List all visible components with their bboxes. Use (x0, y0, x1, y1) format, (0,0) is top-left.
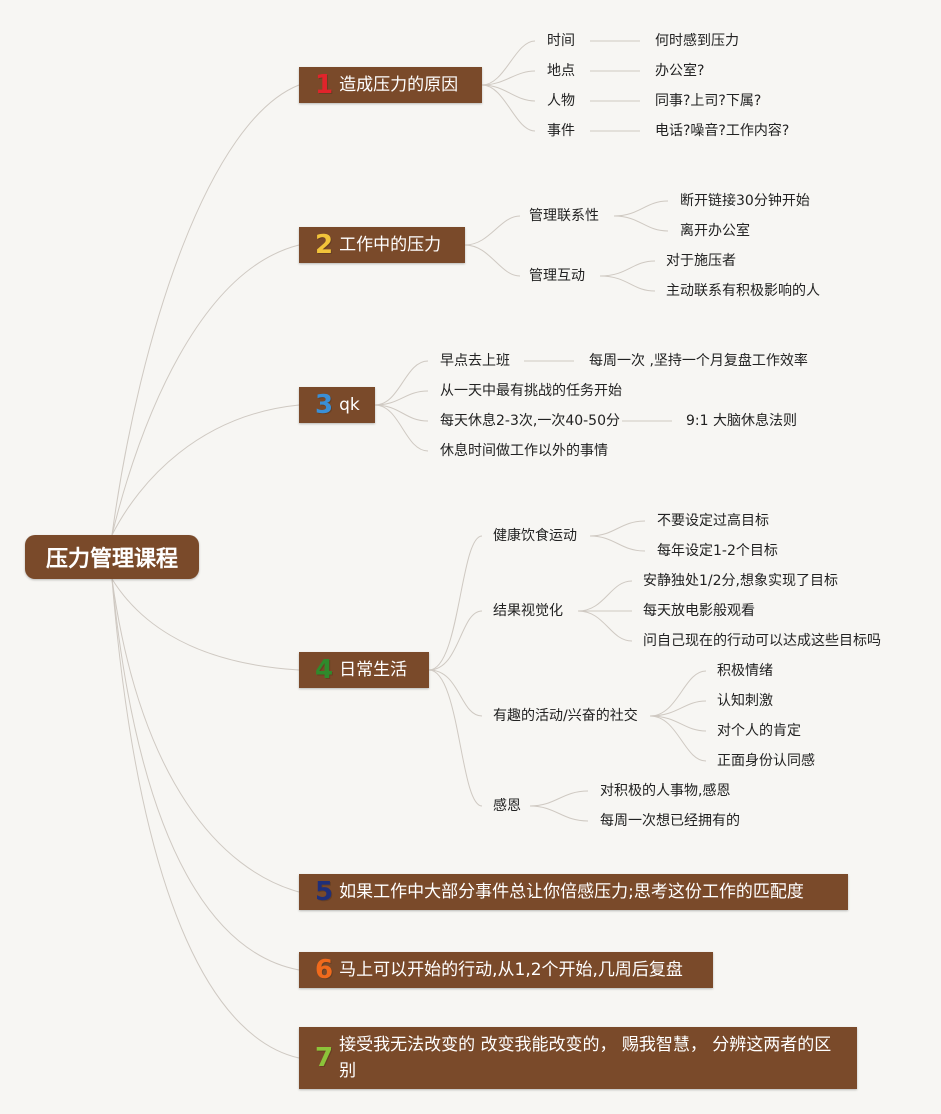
leaf-node[interactable]: 9:1 大脑休息法则 (686, 413, 797, 429)
leaf-node[interactable]: 电话?噪音?工作内容? (655, 123, 790, 139)
leaf-node[interactable]: 主动联系有积极影响的人 (666, 283, 820, 299)
branch-node[interactable]: 人物 (547, 93, 575, 109)
leaf-node[interactable]: 问自己现在的行动可以达成这些目标吗 (643, 633, 881, 649)
topic-number: 3 (315, 390, 334, 420)
root-node[interactable]: 压力管理课程 (25, 535, 199, 579)
leaf-node[interactable]: 同事?上司?下属? (655, 93, 762, 109)
topic-6[interactable]: 6 马上可以开始的行动,从1,2个开始,几周后复盘 (299, 952, 713, 988)
branch-node[interactable]: 健康饮食运动 (493, 528, 577, 544)
topic-label: 日常生活 (339, 660, 408, 680)
branch-node[interactable]: 休息时间做工作以外的事情 (440, 443, 608, 459)
branch-node[interactable]: 事件 (547, 123, 575, 139)
topic-label: 工作中的压力 (339, 235, 442, 255)
leaf-node[interactable]: 对于施压者 (666, 253, 736, 269)
leaf-node[interactable]: 认知刺激 (717, 693, 773, 709)
branch-node[interactable]: 管理联系性 (529, 208, 599, 224)
branch-node[interactable]: 有趣的活动/兴奋的社交 (493, 708, 638, 724)
topic-7[interactable]: 7 接受我无法改变的 改变我能改变的， 赐我智慧， 分辨这两者的区别 (299, 1027, 857, 1089)
leaf-node[interactable]: 积极情绪 (717, 663, 773, 679)
topic-5[interactable]: 5 如果工作中大部分事件总让你倍感压力;思考这份工作的匹配度 (299, 874, 848, 910)
topic-label: 如果工作中大部分事件总让你倍感压力;思考这份工作的匹配度 (339, 882, 804, 902)
leaf-node[interactable]: 对个人的肯定 (717, 723, 801, 739)
topic-label: 马上可以开始的行动,从1,2个开始,几周后复盘 (339, 960, 683, 980)
topic-number: 7 (315, 1043, 334, 1073)
topic-number: 2 (315, 230, 334, 260)
leaf-node[interactable]: 断开链接30分钟开始 (680, 193, 810, 209)
branch-node[interactable]: 管理互动 (529, 268, 585, 284)
branch-node[interactable]: 时间 (547, 33, 575, 49)
topic-4[interactable]: 4 日常生活 (299, 652, 429, 688)
topic-number: 5 (315, 877, 334, 907)
topic-number: 4 (315, 655, 334, 685)
leaf-node[interactable]: 离开办公室 (680, 223, 750, 239)
leaf-node[interactable]: 安静独处1/2分,想象实现了目标 (643, 573, 838, 589)
leaf-node[interactable]: 不要设定过高目标 (657, 513, 769, 529)
topic-label: 造成压力的原因 (339, 75, 459, 95)
leaf-node[interactable]: 办公室? (655, 63, 705, 79)
leaf-node[interactable]: 每天放电影般观看 (643, 603, 755, 619)
topic-1[interactable]: 1 造成压力的原因 (299, 67, 482, 103)
branch-node[interactable]: 从一天中最有挑战的任务开始 (440, 383, 622, 399)
leaf-node[interactable]: 对积极的人事物,感恩 (600, 783, 731, 799)
branch-node[interactable]: 每天休息2-3次,一次40-50分 (440, 413, 620, 429)
leaf-node[interactable]: 每周一次 ,坚持一个月复盘工作效率 (589, 353, 808, 369)
branch-node[interactable]: 早点去上班 (440, 353, 510, 369)
branch-node[interactable]: 感恩 (493, 798, 521, 814)
topic-label: 接受我无法改变的 改变我能改变的， 赐我智慧， 分辨这两者的区别 (339, 1035, 832, 1081)
topic-3[interactable]: 3 qk (299, 387, 375, 423)
leaf-node[interactable]: 每周一次想已经拥有的 (600, 813, 740, 829)
topic-label: qk (339, 395, 360, 415)
branch-node[interactable]: 结果视觉化 (493, 603, 563, 619)
topic-number: 6 (315, 955, 334, 985)
topic-2[interactable]: 2 工作中的压力 (299, 227, 465, 263)
branch-node[interactable]: 地点 (547, 63, 575, 79)
leaf-node[interactable]: 何时感到压力 (655, 33, 739, 49)
leaf-node[interactable]: 每年设定1-2个目标 (657, 543, 778, 559)
topic-number: 1 (315, 70, 334, 100)
leaf-node[interactable]: 正面身份认同感 (717, 753, 815, 769)
